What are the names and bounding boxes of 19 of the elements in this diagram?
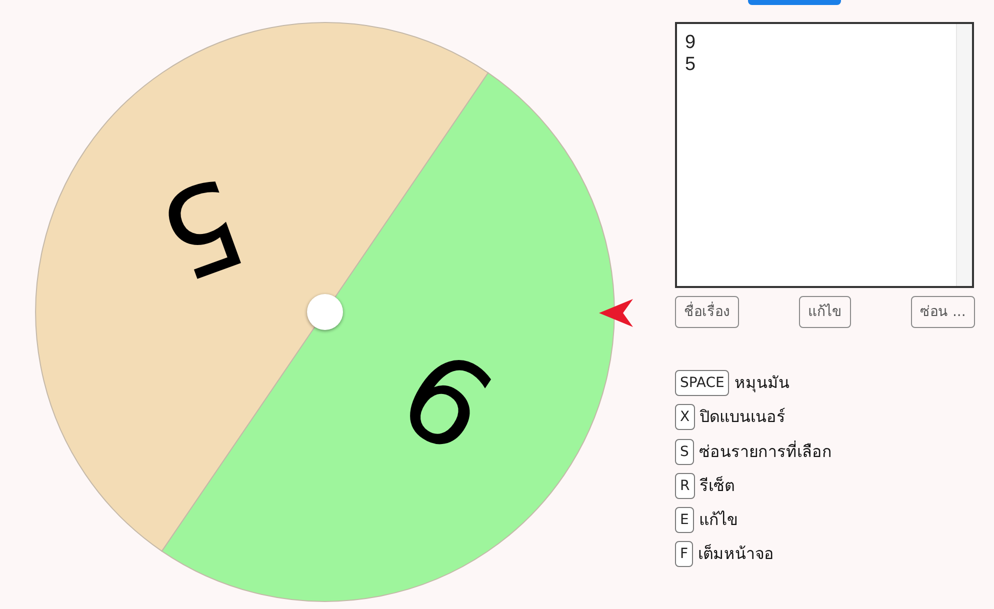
shortcut-description: ซ่อนรายการที่เลือก <box>698 440 832 463</box>
button: ชื่อเรื่อง <box>675 296 739 328</box>
keycap: SPACE <box>675 370 730 396</box>
keycap: X <box>675 404 695 430</box>
keycap: E <box>675 507 694 533</box>
list-entry: 5 <box>685 54 696 76</box>
button: แก้ไข <box>799 296 851 328</box>
button: ซ่อน ... <box>911 296 975 328</box>
keycap: F <box>675 541 694 567</box>
shortcut-description: เต็มหน้าจอ <box>698 543 774 565</box>
keycap: R <box>675 473 695 499</box>
list-entry: 9 <box>685 32 696 54</box>
shortcut-description: ปิดแบนเนอร์ <box>700 406 786 428</box>
keycap: S <box>675 439 694 465</box>
shortcut-description: หมุนมัน <box>734 372 790 394</box>
slice-label: 9 <box>384 325 514 468</box>
slice-label: 5 <box>144 158 258 297</box>
shortcut-description: รีเซ็ต <box>700 475 735 497</box>
shortcut-description: แก้ไข <box>698 509 738 531</box>
